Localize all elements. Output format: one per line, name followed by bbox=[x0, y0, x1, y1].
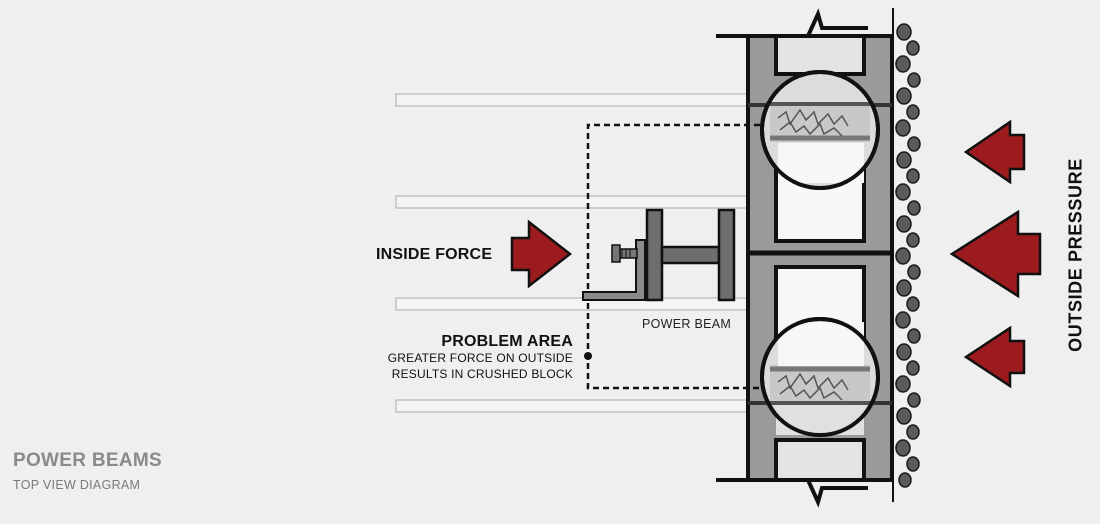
diagram-title: POWER BEAMS bbox=[13, 450, 162, 471]
callout-dot bbox=[584, 352, 592, 360]
problem-area-description-line1: GREATER FORCE ON OUTSIDE bbox=[387, 351, 573, 365]
block-core-bottom bbox=[774, 438, 866, 482]
outside-pressure-label: OUTSIDE PRESSURE bbox=[1065, 158, 1086, 352]
inside-force-label: INSIDE FORCE bbox=[376, 246, 493, 263]
outside-pressure-arrow-top bbox=[963, 119, 1026, 185]
block-core-top bbox=[774, 34, 866, 76]
wall-break-top bbox=[716, 8, 868, 38]
crushed-area-top bbox=[760, 70, 880, 190]
wall-break-bottom bbox=[716, 478, 868, 508]
joist-board bbox=[395, 399, 749, 413]
crushed-area-bottom bbox=[760, 317, 880, 437]
problem-area-description-line2: RESULTS IN CRUSHED BLOCK bbox=[391, 367, 573, 381]
outside-pressure-arrow-middle bbox=[949, 209, 1042, 299]
power-beam-label: POWER BEAM bbox=[642, 317, 732, 331]
joist-board bbox=[395, 93, 749, 107]
clamp-screw-head bbox=[611, 244, 621, 263]
outside-pressure-arrow-bottom bbox=[963, 325, 1026, 389]
joist-board bbox=[395, 297, 749, 311]
joist-board bbox=[395, 195, 749, 209]
beam-flange-left bbox=[645, 208, 664, 302]
problem-area-label: PROBLEM AREA bbox=[441, 333, 573, 350]
inside-force-arrow bbox=[510, 219, 573, 289]
problem-area-callout bbox=[586, 123, 760, 390]
soil-gravel bbox=[895, 23, 921, 488]
beam-flange-right bbox=[717, 208, 736, 302]
power-beam bbox=[582, 208, 736, 302]
clamp-bracket bbox=[582, 239, 646, 301]
beam-web bbox=[660, 245, 721, 265]
diagram-subtitle: TOP VIEW DIAGRAM bbox=[13, 478, 141, 492]
